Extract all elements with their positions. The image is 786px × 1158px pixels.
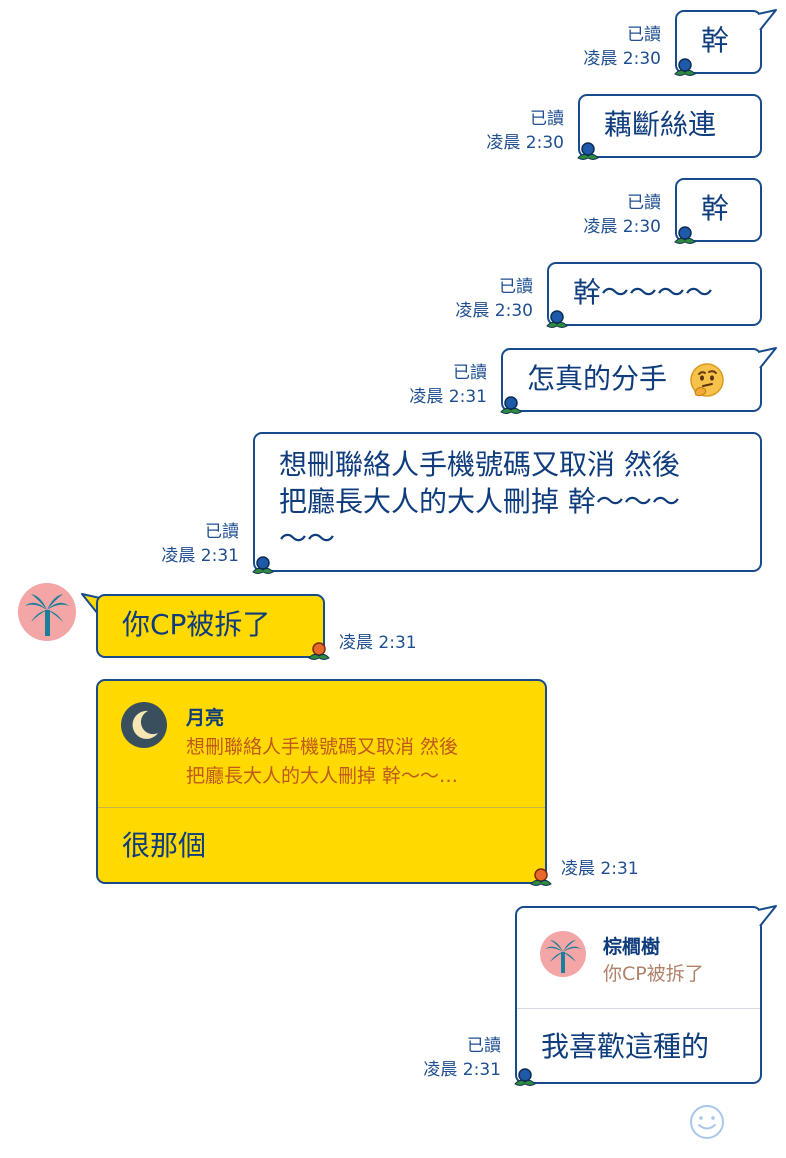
bubble-tail xyxy=(757,9,777,31)
thinking-face-icon xyxy=(690,363,724,397)
message-text-line: ～～ xyxy=(279,522,336,555)
message-bubble[interactable]: 怎真的分手 xyxy=(501,348,762,412)
orange-flower-sticker-icon xyxy=(530,868,552,886)
orange-flower-sticker-icon xyxy=(308,642,330,660)
message-bubble[interactable]: 幹～～～～ xyxy=(547,262,762,326)
message-text: 幹～～～～ xyxy=(573,276,714,309)
message-text: 很那個 xyxy=(122,829,207,862)
timestamp: 凌晨 2:30 xyxy=(583,217,661,237)
message-text: 藕斷絲連 xyxy=(604,108,717,141)
emoji-reaction-icon[interactable] xyxy=(687,1102,727,1142)
message-text: 我喜歡這種的 xyxy=(541,1030,710,1063)
blue-flower-sticker-icon xyxy=(500,396,522,414)
message-bubble[interactable]: 藕斷絲連 xyxy=(578,94,762,158)
blue-flower-sticker-icon xyxy=(252,556,274,574)
reply-message-bubble[interactable]: 棕櫚樹 你CP被拆了 我喜歡這種的 xyxy=(515,906,762,1084)
timestamp: 凌晨 2:30 xyxy=(583,49,661,69)
blue-flower-sticker-icon xyxy=(674,226,696,244)
bubble-tail xyxy=(757,347,777,369)
quoted-text-line: 想刪聯絡人手機號碼又取消 然後 xyxy=(186,736,459,758)
timestamp: 凌晨 2:31 xyxy=(339,633,417,653)
message-text: 幹 xyxy=(701,192,730,225)
blue-flower-sticker-icon xyxy=(674,58,696,76)
read-status: 已讀 xyxy=(205,522,239,542)
timestamp: 凌晨 2:30 xyxy=(486,133,564,153)
quoted-text-line: 把廳長大人的大人刪掉 幹～～… xyxy=(186,765,459,787)
timestamp: 凌晨 2:31 xyxy=(161,546,239,566)
read-status: 已讀 xyxy=(499,277,533,297)
bubble-tail xyxy=(757,905,777,927)
timestamp: 凌晨 2:31 xyxy=(409,387,487,407)
moon-avatar xyxy=(121,702,167,748)
message-bubble[interactable]: 想刪聯絡人手機號碼又取消 然後 把廳長大人的大人刪掉 幹～～～ ～～ xyxy=(253,432,762,572)
message-text-line: 把廳長大人的大人刪掉 幹～～～ xyxy=(279,485,680,518)
palm-tree-icon xyxy=(25,594,69,636)
read-status: 已讀 xyxy=(627,193,661,213)
bubble-tail xyxy=(81,593,101,615)
message-text-line: 想刪聯絡人手機號碼又取消 然後 xyxy=(279,448,680,481)
timestamp: 凌晨 2:31 xyxy=(561,859,639,879)
reply-message-bubble[interactable]: 月亮 想刪聯絡人手機號碼又取消 然後 把廳長大人的大人刪掉 幹～～… 很那個 xyxy=(96,679,547,884)
blue-flower-sticker-icon xyxy=(577,142,599,160)
blue-flower-sticker-icon xyxy=(546,310,568,328)
timestamp: 凌晨 2:30 xyxy=(455,301,533,321)
message-text: 怎真的分手 xyxy=(527,362,668,395)
reply-divider xyxy=(98,807,545,808)
palm-tree-icon xyxy=(545,940,581,973)
message-bubble[interactable]: 你CP被拆了 xyxy=(96,594,325,658)
message-text: 你CP被拆了 xyxy=(122,608,271,641)
quoted-text-line: 你CP被拆了 xyxy=(603,963,704,985)
read-status: 已讀 xyxy=(530,109,564,129)
blue-flower-sticker-icon xyxy=(514,1068,536,1086)
message-text: 幹 xyxy=(701,24,730,57)
crescent-moon-icon xyxy=(132,710,158,739)
timestamp: 凌晨 2:31 xyxy=(423,1060,501,1080)
avatar[interactable] xyxy=(17,582,77,642)
reply-divider xyxy=(517,1008,760,1009)
read-status: 已讀 xyxy=(453,363,487,383)
read-status: 已讀 xyxy=(627,25,661,45)
avatar xyxy=(540,931,586,977)
quoted-sender-name: 月亮 xyxy=(186,707,225,729)
read-status: 已讀 xyxy=(467,1036,501,1056)
quoted-sender-name: 棕櫚樹 xyxy=(603,936,661,958)
